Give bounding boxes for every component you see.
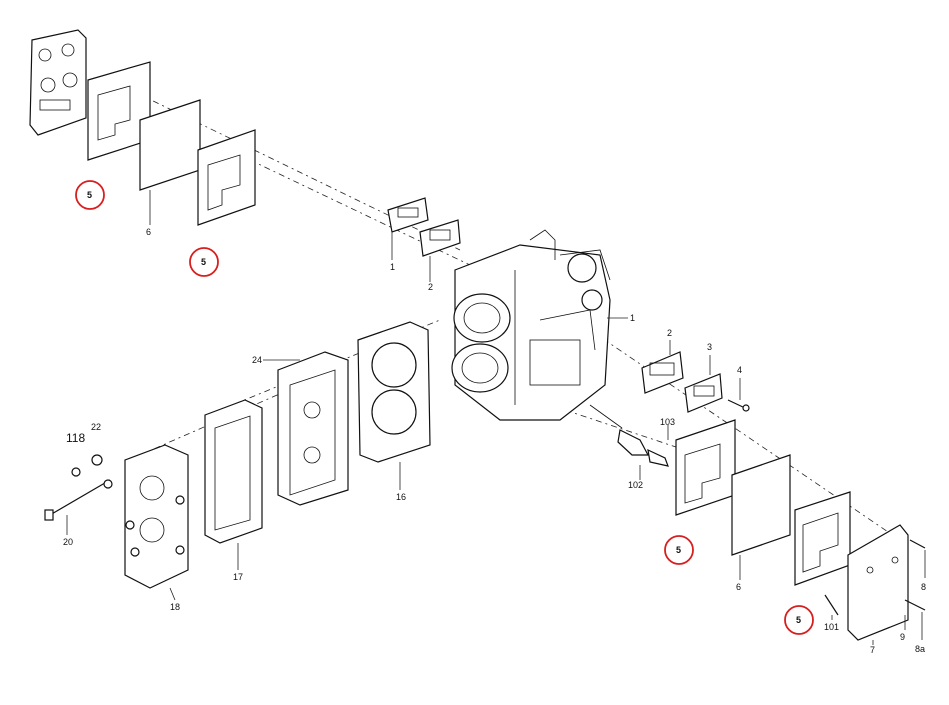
label-4: 4	[737, 365, 742, 375]
label-2-upper: 2	[428, 282, 433, 292]
fitting-102	[589, 404, 669, 467]
label-6-right: 6	[736, 582, 741, 592]
label-3: 3	[707, 342, 712, 352]
label-1-upper: 1	[390, 262, 395, 272]
bolt-20	[44, 479, 111, 521]
label-6-upper: 6	[146, 227, 151, 237]
label-102: 102	[628, 480, 643, 490]
label-24: 24	[252, 355, 262, 365]
label-2-right: 2	[667, 328, 672, 338]
label-5-upper-mid: 5	[201, 257, 206, 267]
gasket-2-small	[419, 219, 461, 257]
washer-22	[91, 454, 113, 489]
label-1-block: 1	[630, 313, 635, 323]
cylinder-block	[451, 229, 611, 421]
bolt-4	[727, 399, 750, 412]
label-9: 9	[900, 632, 905, 642]
head-cover-gasket-17	[204, 399, 263, 544]
upper-cover-plate	[29, 29, 87, 136]
label-103: 103	[660, 417, 675, 427]
label-20: 20	[63, 537, 73, 547]
label-5-right-mid: 5	[676, 545, 681, 555]
callout-circle-right-low	[784, 605, 814, 635]
gasket-2-right	[641, 351, 684, 394]
callout-circle-upper-mid	[189, 247, 219, 277]
label-16: 16	[396, 492, 406, 502]
gasket-1-small	[387, 197, 429, 233]
stud-101	[824, 594, 839, 616]
right-plate-6	[731, 454, 791, 556]
upper-gasket-5b	[197, 129, 256, 226]
right-gasket-5b	[794, 491, 851, 586]
callout-circles	[75, 180, 814, 635]
part-3-plate	[684, 373, 723, 413]
label-22: 22	[91, 422, 101, 432]
right-gasket-5a	[675, 419, 736, 516]
label-101: 101	[824, 622, 839, 632]
label-8a: 8a	[915, 644, 925, 654]
bolt-8a	[904, 599, 926, 611]
nut-118	[71, 467, 81, 477]
leader-lines	[66, 190, 926, 645]
label-7: 7	[870, 645, 875, 655]
cylinder-head-24	[277, 351, 349, 506]
bolt-8	[909, 539, 926, 549]
right-cover-7	[847, 524, 909, 641]
label-118: 118	[66, 431, 85, 445]
callout-circle-upper-left	[75, 180, 105, 210]
head-gasket-16	[357, 321, 431, 463]
label-17: 17	[233, 572, 243, 582]
label-5-right-low: 5	[796, 615, 801, 625]
label-18: 18	[170, 602, 180, 612]
label-8: 8	[921, 582, 926, 592]
head-cover-18	[124, 444, 189, 589]
label-5-upper-left: 5	[87, 190, 92, 200]
callout-circle-right-mid	[664, 535, 694, 565]
